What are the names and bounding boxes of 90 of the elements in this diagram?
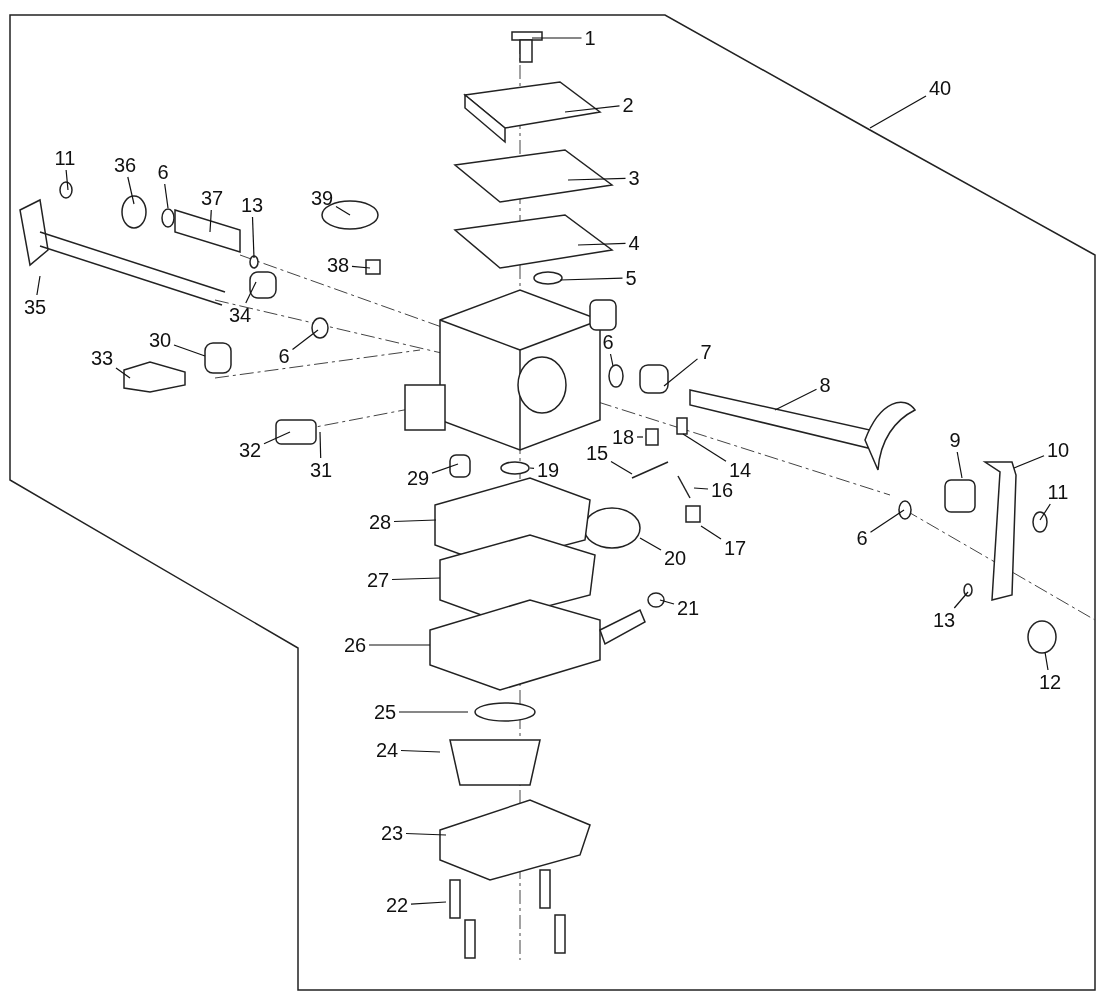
leader-line <box>410 901 447 905</box>
callout-number: 3 <box>627 167 641 189</box>
callout-number: 35 <box>23 296 48 318</box>
leader-line <box>531 37 583 39</box>
callout-number: 21 <box>676 597 701 619</box>
leader-line <box>636 436 644 438</box>
callout-number: 7 <box>699 341 713 363</box>
leader-line <box>164 183 169 209</box>
leader-line <box>567 177 627 181</box>
leader-line <box>577 242 627 246</box>
leader-line <box>529 467 535 469</box>
leader-line <box>639 537 662 551</box>
leader-line <box>659 599 675 605</box>
leader-line <box>173 344 206 357</box>
callout-number: 11 <box>53 147 77 169</box>
callout-number: 26 <box>343 634 368 656</box>
leader-line <box>319 431 322 459</box>
leader-line <box>291 329 319 351</box>
callout-number: 8 <box>818 374 832 396</box>
leader-line <box>693 487 709 490</box>
callout-number: 6 <box>277 345 291 367</box>
callout-number: 40 <box>928 77 953 99</box>
callout-number: 27 <box>366 569 391 591</box>
callout-number: 15 <box>585 442 610 464</box>
callout-number: 4 <box>627 232 641 254</box>
callout-number: 6 <box>855 527 869 549</box>
leader-line <box>245 281 257 304</box>
callout-number: 5 <box>624 267 638 289</box>
callout-number: 18 <box>611 426 636 448</box>
callout-number: 28 <box>368 511 393 533</box>
leader-line <box>431 463 459 474</box>
callout-number: 31 <box>309 459 334 481</box>
leader-line <box>953 591 969 609</box>
callout-number: 11 <box>1046 481 1070 503</box>
callout-number: 19 <box>536 459 561 481</box>
leader-line <box>368 644 431 646</box>
leader-line <box>405 832 447 836</box>
leader-line <box>36 275 41 296</box>
callout-number: 30 <box>148 329 173 351</box>
leader-line <box>700 525 722 540</box>
callout-number: 13 <box>240 194 265 216</box>
leader-line <box>1039 503 1051 521</box>
callout-number: 22 <box>385 894 410 916</box>
callout-number: 6 <box>601 331 615 353</box>
leader-line <box>609 353 614 367</box>
leader-line <box>774 388 818 411</box>
leader-line <box>115 367 131 379</box>
leader-line <box>1013 455 1045 469</box>
callout-number: 6 <box>156 161 170 183</box>
leader-line <box>869 509 905 533</box>
callout-number: 16 <box>710 479 735 501</box>
leader-line <box>127 176 135 205</box>
leader-line <box>682 433 727 462</box>
leader-line <box>869 95 927 129</box>
leader-line <box>351 265 371 269</box>
leader-line <box>564 105 621 113</box>
callout-number: 1 <box>583 27 597 49</box>
callout-number: 38 <box>326 254 351 276</box>
leader-line <box>400 749 441 753</box>
callout-number: 17 <box>723 537 748 559</box>
callout-number: 23 <box>380 822 405 844</box>
callout-number: 32 <box>238 439 263 461</box>
callout-number: 33 <box>90 347 115 369</box>
leader-line <box>610 460 633 475</box>
leader-line <box>393 519 437 523</box>
leader-line <box>65 169 69 191</box>
callout-number: 12 <box>1038 671 1063 693</box>
callout-number: 25 <box>373 701 398 723</box>
callout-number: 24 <box>375 739 400 761</box>
callout-number: 9 <box>948 429 962 451</box>
callout-number: 13 <box>932 609 957 631</box>
leader-line <box>956 451 963 479</box>
callout-number: 29 <box>406 467 431 489</box>
leader-line <box>263 431 291 445</box>
callout-number: 20 <box>663 547 688 569</box>
callout-number: 10 <box>1046 439 1071 461</box>
leader-line <box>391 577 441 581</box>
leader-line <box>335 205 351 216</box>
callout-number: 39 <box>310 187 335 209</box>
callout-number: 37 <box>200 187 225 209</box>
callout-number: 2 <box>621 94 635 116</box>
leader-line <box>209 209 212 233</box>
leader-line <box>398 711 469 713</box>
leader-line <box>1044 651 1049 671</box>
leader-line <box>663 358 699 387</box>
leader-line <box>559 277 624 281</box>
callout-number: 34 <box>228 304 253 326</box>
callout-number: 36 <box>113 154 138 176</box>
leader-line <box>251 216 255 259</box>
callout-number: 14 <box>728 459 753 481</box>
